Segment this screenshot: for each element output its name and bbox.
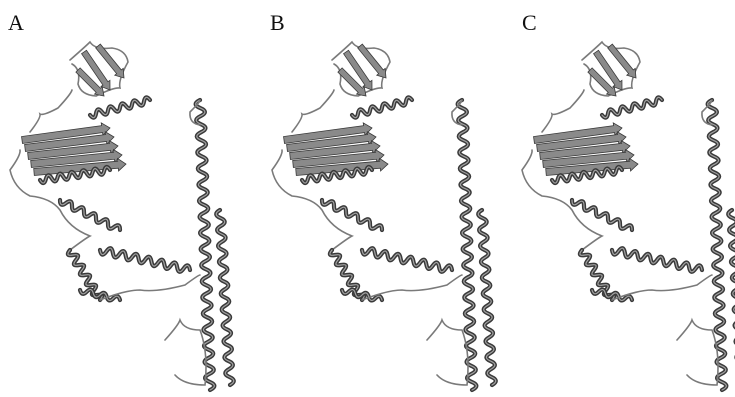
panel-c-core-helix-3-highlight	[572, 200, 632, 230]
panel-b-linker-loop	[292, 90, 334, 132]
panel-a-bottom-loop	[165, 320, 206, 385]
panel-b-bottom-loop	[427, 320, 468, 385]
panel-c-long-helix-2	[728, 210, 735, 385]
panel-a-core-helix-3-highlight	[60, 200, 120, 230]
panel-c-linker-loop	[542, 90, 584, 132]
panel-b-long-helix-2-highlight	[478, 210, 496, 385]
panel-b-core-helix-3-highlight	[322, 200, 382, 230]
panel-c-bottom-loop	[677, 320, 718, 385]
panel-a-linker-loop	[30, 90, 72, 132]
panel-a-long-helix-2-highlight	[216, 210, 234, 385]
